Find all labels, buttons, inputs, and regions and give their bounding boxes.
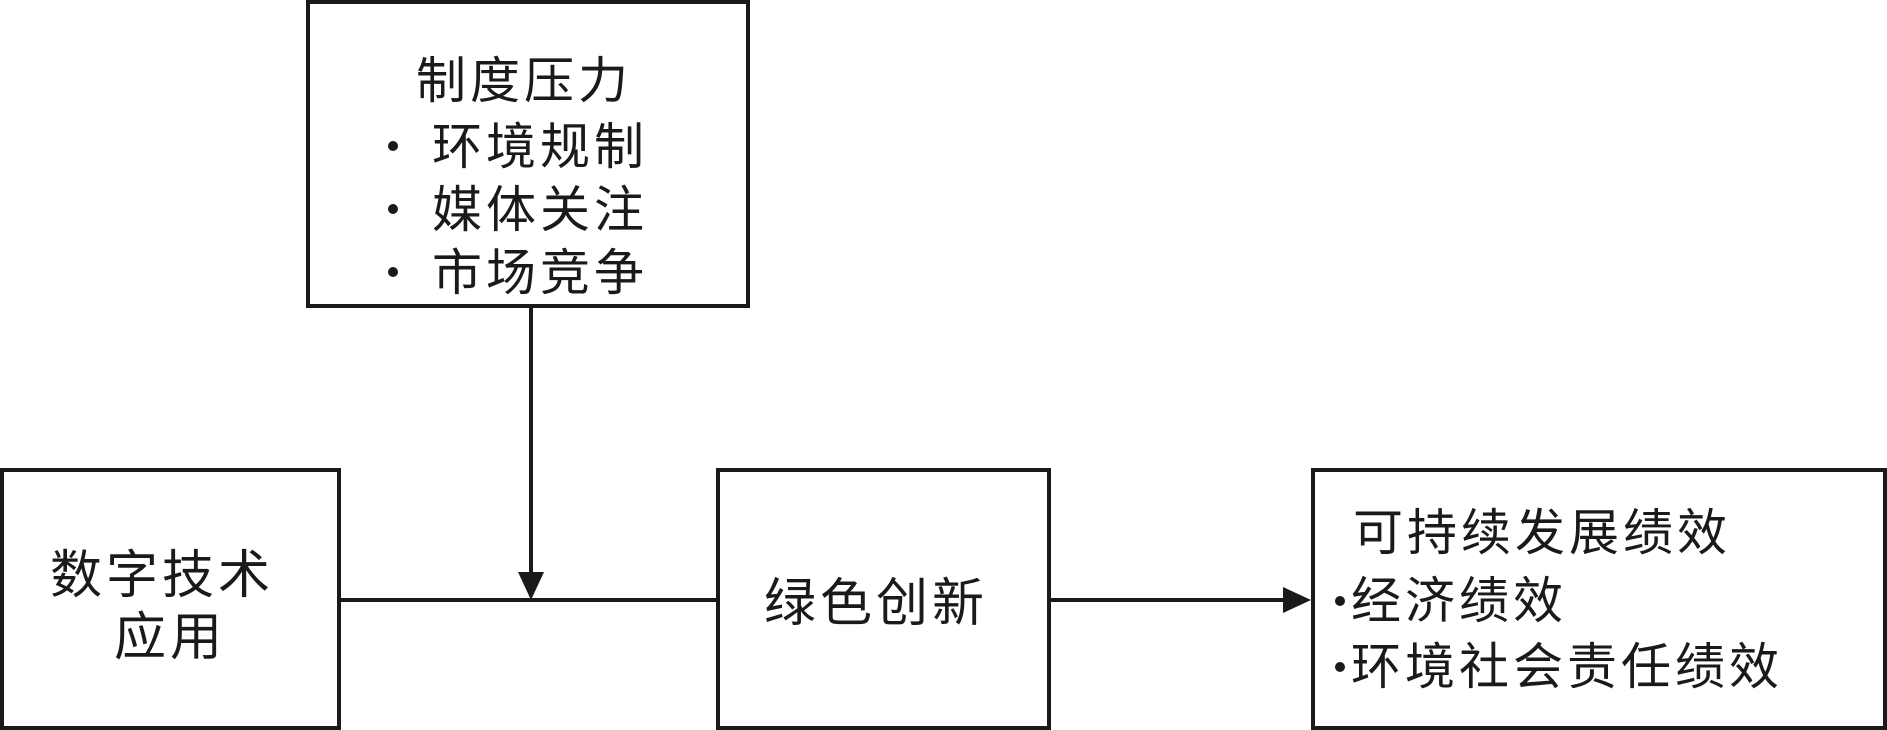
bullet-dot bbox=[388, 204, 398, 214]
green-innovation-label: 绿色创新 bbox=[764, 574, 989, 634]
institutional-item-media-attention: 媒体关注 bbox=[432, 181, 648, 239]
digital-tech-label-line1: 数字技术 bbox=[50, 546, 275, 606]
bullet-dot bbox=[1335, 596, 1345, 606]
institutional-item-environmental-regulation: 环境规制 bbox=[432, 118, 648, 176]
sustainable-performance-box: 可持续发展绩效 经济绩效 环境社会责任绩效 bbox=[1311, 468, 1887, 730]
institutional-pressure-title: 制度压力 bbox=[416, 52, 632, 110]
institutional-item-market-competition: 市场竞争 bbox=[432, 244, 648, 302]
sustainable-item-economic-performance: 经济绩效 bbox=[1351, 572, 1567, 630]
green-innovation-box: 绿色创新 bbox=[716, 468, 1051, 730]
sustainable-item-env-social-responsibility: 环境社会责任绩效 bbox=[1351, 638, 1783, 696]
arrowhead-sustainable bbox=[1283, 587, 1311, 613]
bullet-dot bbox=[388, 141, 398, 151]
arrowhead-moderation bbox=[518, 572, 544, 600]
sustainable-performance-title: 可持续发展绩效 bbox=[1353, 504, 1731, 562]
institutional-pressure-box: 制度压力 环境规制 媒体关注 市场竞争 bbox=[306, 0, 750, 308]
bullet-dot bbox=[1335, 662, 1345, 672]
bullet-dot bbox=[388, 267, 398, 277]
digital-tech-box: 数字技术 应用 bbox=[0, 468, 341, 730]
digital-tech-label-line2: 应用 bbox=[114, 608, 227, 668]
